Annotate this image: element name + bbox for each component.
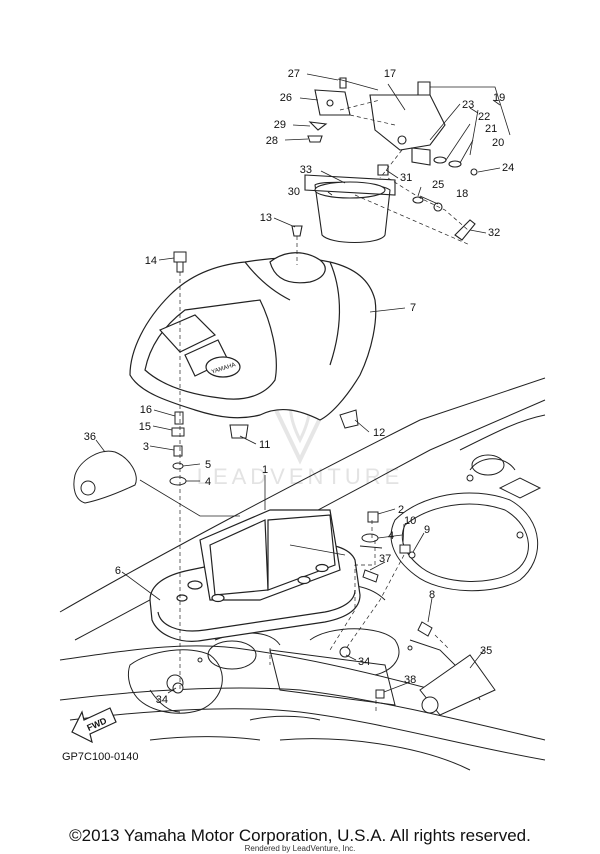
part-20-label: 20	[492, 137, 504, 149]
part-38-label: 38	[404, 674, 416, 686]
part-35-label: 35	[480, 645, 492, 657]
part-16-label: 16	[140, 404, 152, 416]
part-29-label: 29	[274, 119, 286, 131]
part-9-label: 9	[424, 524, 430, 536]
part-17-label: 17	[384, 68, 396, 80]
part-12-label: 12	[373, 427, 385, 439]
leader-lines	[95, 73, 511, 694]
part-28-label: 28	[266, 135, 278, 147]
rendered-by-notice: Rendered by LeadVenture, Inc.	[244, 844, 356, 853]
part-34a-label: 34	[358, 656, 370, 668]
part-30-label: 30	[288, 186, 300, 198]
drawing-code: GP7C100-0140	[62, 751, 138, 763]
part-3-label: 3	[143, 441, 149, 453]
part-6-label: 6	[115, 565, 121, 577]
part-4b-label: 4	[388, 530, 394, 542]
part-27-label: 27	[288, 68, 300, 80]
part-14-label: 14	[145, 255, 157, 267]
part-23-label: 23	[462, 99, 474, 111]
part-10-label: 10	[404, 515, 416, 527]
part-7-label: 7	[410, 302, 416, 314]
watermark-text: LEADVENTURE	[197, 464, 404, 489]
part-13-label: 13	[260, 212, 272, 224]
part-24-label: 24	[502, 162, 514, 174]
part-18-label: 18	[456, 188, 468, 200]
part-2-label: 2	[398, 504, 404, 516]
part-21-label: 21	[485, 123, 497, 135]
part-31-label: 31	[400, 172, 412, 184]
part-callouts: 27 17 26 23 19 22 29 21 28 20 24 33 31 3…	[84, 68, 515, 706]
part-5-label: 5	[205, 459, 211, 471]
part-22-label: 22	[478, 111, 490, 123]
part-4-label: 4	[205, 476, 211, 488]
copyright-notice: ©2013 Yamaha Motor Corporation, U.S.A. A…	[69, 826, 531, 845]
fwd-arrow-indicator: FWD	[71, 707, 117, 744]
part-15-label: 15	[139, 421, 151, 433]
part-37-label: 37	[379, 553, 391, 565]
hood-cover: YAMAHA	[129, 252, 377, 421]
part-8-label: 8	[429, 589, 435, 601]
part-11-label: 11	[259, 439, 270, 451]
part-36-label: 36	[84, 431, 96, 443]
part-26-label: 26	[280, 92, 292, 104]
dashed-lines	[179, 99, 471, 712]
hardware	[73, 251, 496, 716]
part-33-label: 33	[300, 164, 312, 176]
part-32-label: 32	[488, 227, 500, 239]
part-19-label: 19	[493, 92, 505, 104]
storage-compartment	[149, 509, 361, 642]
part-25-label: 25	[432, 179, 444, 191]
upper-components	[291, 77, 478, 243]
part-1-label: 1	[262, 464, 268, 476]
part-34b-label: 34	[156, 694, 168, 706]
